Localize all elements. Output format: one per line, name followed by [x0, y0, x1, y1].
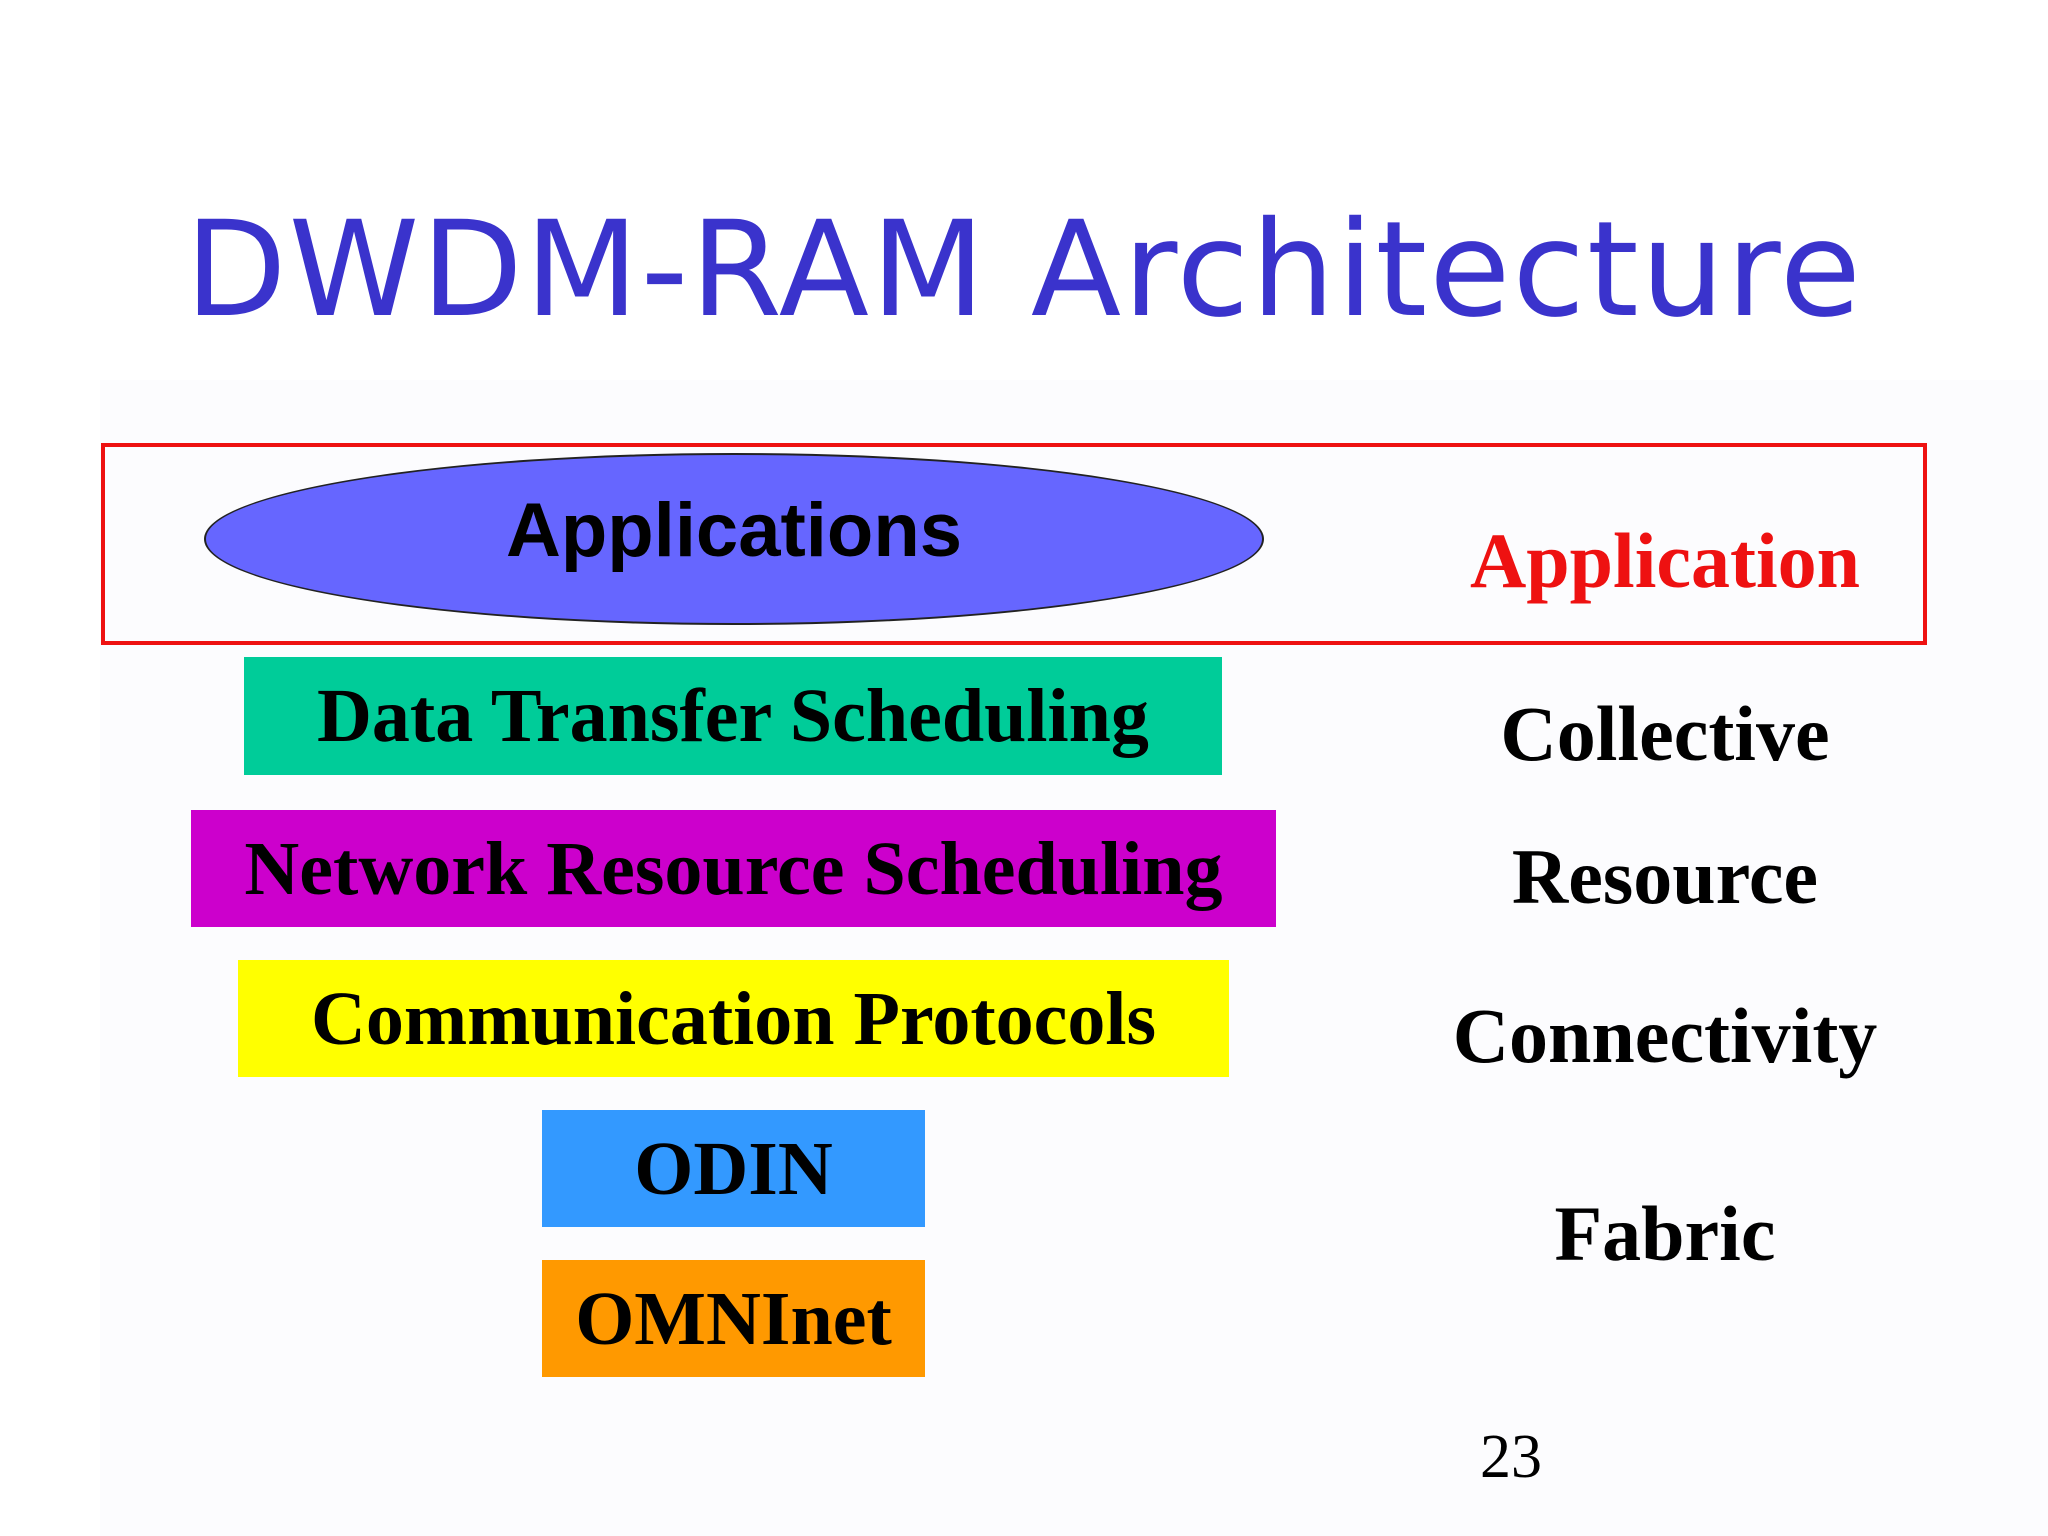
layer-data-transfer-scheduling: Data Transfer Scheduling	[244, 657, 1222, 775]
applications-label: Applications	[505, 487, 963, 573]
page-number: 23	[1480, 1423, 1542, 1491]
layer-omninet: OMNInet	[542, 1260, 925, 1377]
slide-title: DWDM-RAM Architecture	[185, 193, 1863, 347]
layer-name-collective: Collective	[1500, 690, 1830, 777]
layer-label: OMNInet	[575, 1276, 892, 1361]
layer-label: Data Transfer Scheduling	[317, 674, 1149, 758]
layer-communication-protocols: Communication Protocols	[238, 960, 1229, 1077]
layer-name-resource: Resource	[1511, 833, 1819, 920]
layer-network-resource-scheduling: Network Resource Scheduling	[191, 810, 1276, 927]
layer-name-application: Application	[1469, 517, 1861, 604]
applications-ellipse: Applications	[204, 453, 1264, 625]
layer-odin: ODIN	[542, 1110, 925, 1227]
layer-label: Communication Protocols	[310, 976, 1157, 1061]
layer-label: ODIN	[634, 1126, 833, 1211]
layer-name-connectivity: Connectivity	[1452, 992, 1878, 1079]
application-layer-frame	[101, 443, 1927, 645]
layer-label: Network Resource Scheduling	[244, 826, 1223, 911]
layer-name-fabric: Fabric	[1554, 1190, 1776, 1277]
